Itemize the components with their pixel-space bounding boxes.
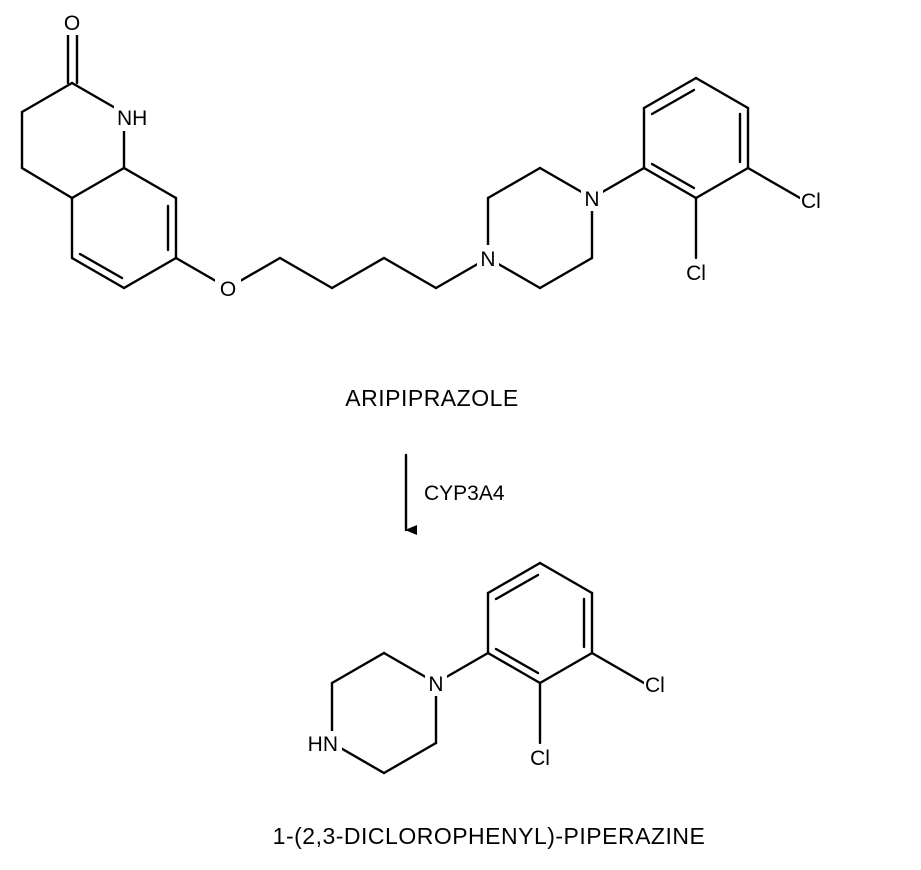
bond-ar-2-1 xyxy=(642,166,698,200)
aripiprazole-structure: O NH O N N Cl Cl xyxy=(20,9,834,301)
aromatic-inner-c6-c5 xyxy=(78,252,124,280)
bond-c8a-c8 xyxy=(122,166,178,200)
reactant-name: ARIPIPRAZOLE xyxy=(345,385,518,411)
bond-prod-ar-3-2 xyxy=(538,651,594,685)
aromatic-inner-ar-6-5 xyxy=(650,88,696,116)
enzyme-label: CYP3A4 xyxy=(424,482,505,505)
bond-prod-pip-b xyxy=(330,651,386,685)
bond-prod-pip-e xyxy=(382,741,438,775)
atom-piperazine-n-aryl: N xyxy=(584,188,599,211)
bond-pip-b xyxy=(486,166,542,200)
bond-prod-ar-2-1 xyxy=(486,651,542,685)
bond-c2-c3 xyxy=(20,81,74,114)
bond-chain3-chain4 xyxy=(382,256,438,290)
atom-piperazine-n-chain: N xyxy=(480,248,495,271)
bond-c4a-c8a xyxy=(70,166,126,200)
atom-product-nh: HN xyxy=(308,733,338,756)
aromatic-inner-prod-2-1 xyxy=(494,647,540,675)
aromatic-inner-ar-2-1 xyxy=(650,162,696,190)
atom-product-n-aryl: N xyxy=(428,673,443,696)
bond-prod-ar-6-5 xyxy=(486,561,542,595)
atom-carbonyl-oxygen: O xyxy=(64,12,80,35)
bond-chain2-chain3 xyxy=(330,256,386,290)
product-name: 1-(2,3-DICLOROPHENYL)-PIPERAZINE xyxy=(273,823,706,849)
atom-chlorine-3: Cl xyxy=(801,190,821,213)
bond-chain1-chain2 xyxy=(278,256,334,290)
atom-ether-oxygen: O xyxy=(220,278,236,301)
bond-c6-c5 xyxy=(70,256,126,290)
bond-c7-c6 xyxy=(122,256,178,290)
atom-lactam-nh: NH xyxy=(117,107,147,130)
atom-product-chlorine-3: Cl xyxy=(645,674,665,697)
aromatic-inner-prod-6-5 xyxy=(494,573,540,601)
product-structure: N HN Cl Cl xyxy=(306,561,678,775)
bond-ar-3-2 xyxy=(694,166,750,200)
bond-prod-ar-5-4 xyxy=(538,561,594,595)
bond-pip-e xyxy=(538,256,594,290)
atom-product-chlorine-2: Cl xyxy=(530,747,550,770)
bond-ar3-cl xyxy=(746,166,802,200)
bond-ar-6-5 xyxy=(642,76,698,110)
bond-c4-c4a xyxy=(20,166,74,200)
bond-ar-5-4 xyxy=(694,76,750,110)
atom-chlorine-2: Cl xyxy=(686,262,706,285)
bond-prod-ar3-cl xyxy=(590,651,646,685)
